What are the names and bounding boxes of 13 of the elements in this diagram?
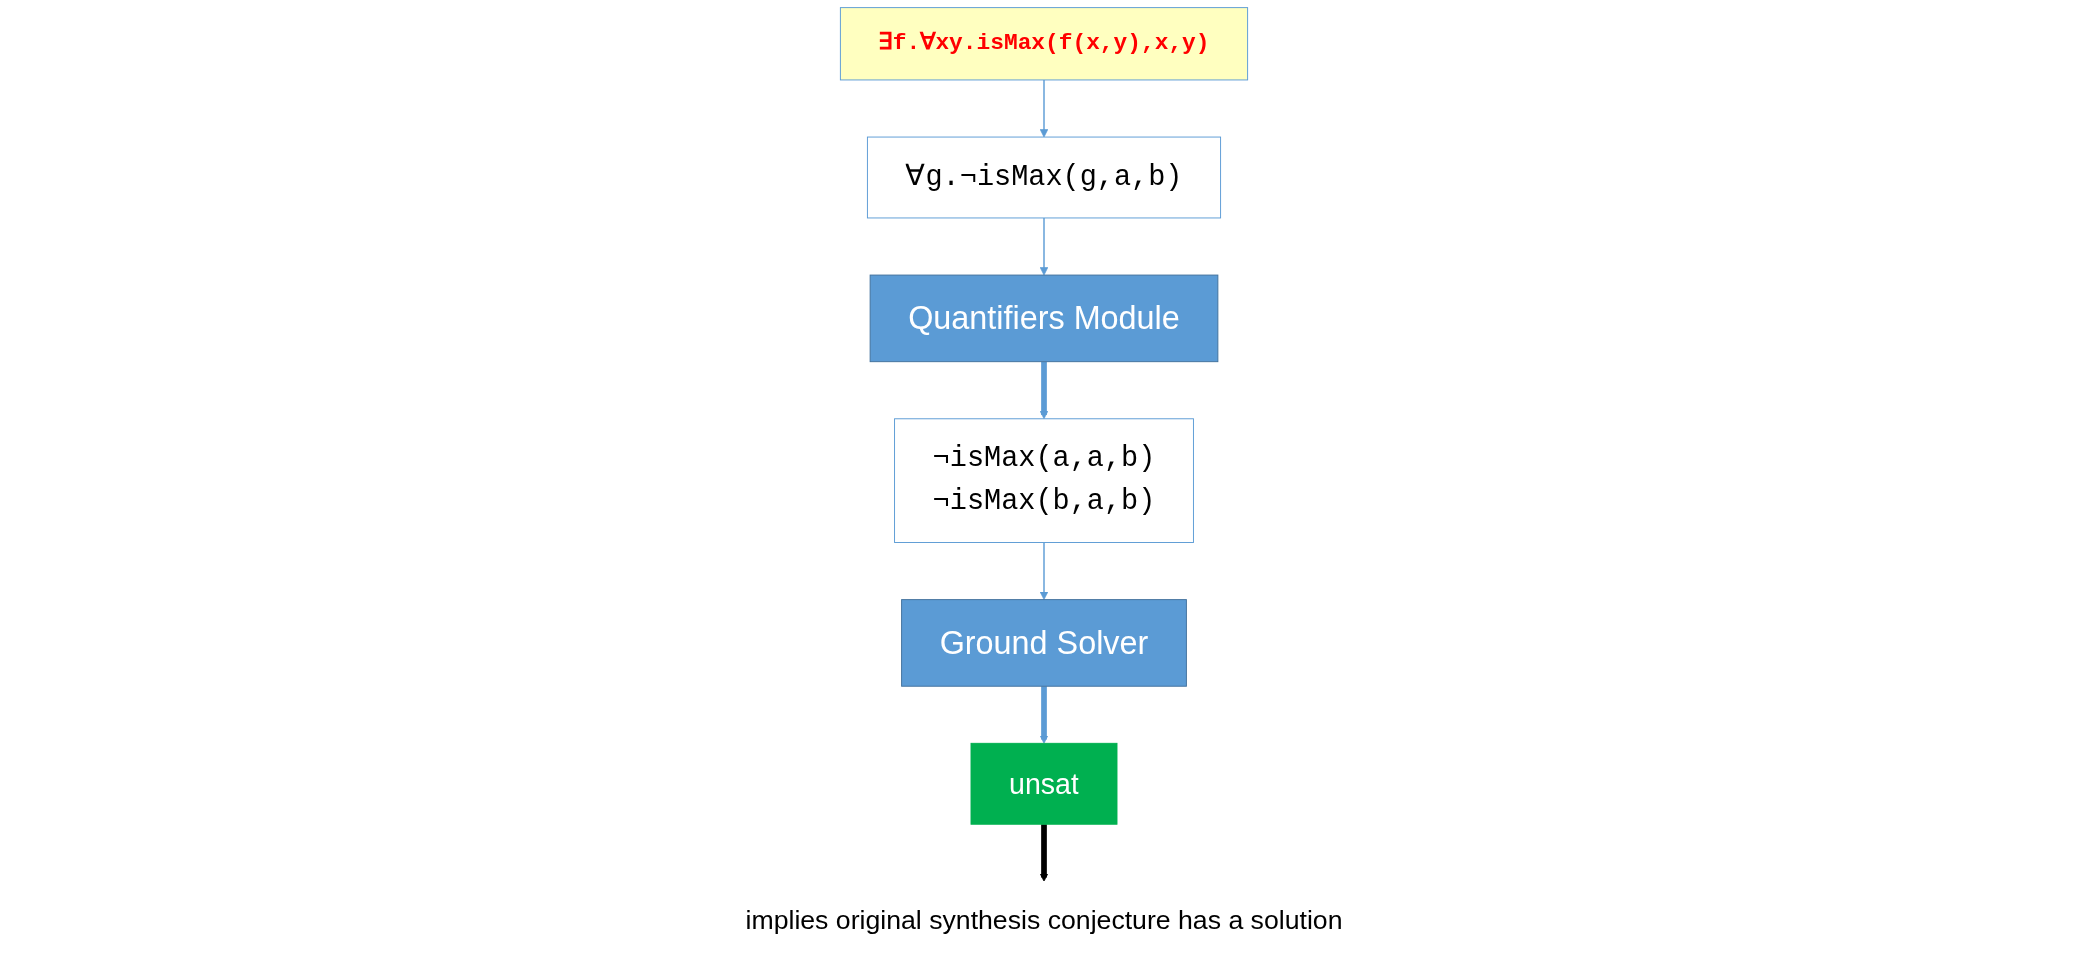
- arrow: [1039, 541, 1049, 600]
- node-box: Ground Solver: [901, 599, 1187, 687]
- node-box: ∃f.∀xy.isMax(f(x,y),x,y): [839, 7, 1249, 81]
- node-box: Quantifiers Module: [869, 274, 1219, 363]
- arrow: [1039, 361, 1049, 420]
- arrow: [1039, 217, 1049, 276]
- node-box: ¬isMax(a,a,b) ¬isMax(b,a,b): [894, 418, 1194, 543]
- arrow: [1039, 79, 1049, 138]
- arrow: [1039, 824, 1049, 882]
- node-text: implies original synthesis conjecture has a solution: [745, 905, 1343, 935]
- arrow: [1039, 686, 1049, 744]
- node-box: ∀g.¬isMax(g,a,b): [866, 136, 1222, 219]
- node-box: unsat: [970, 742, 1118, 825]
